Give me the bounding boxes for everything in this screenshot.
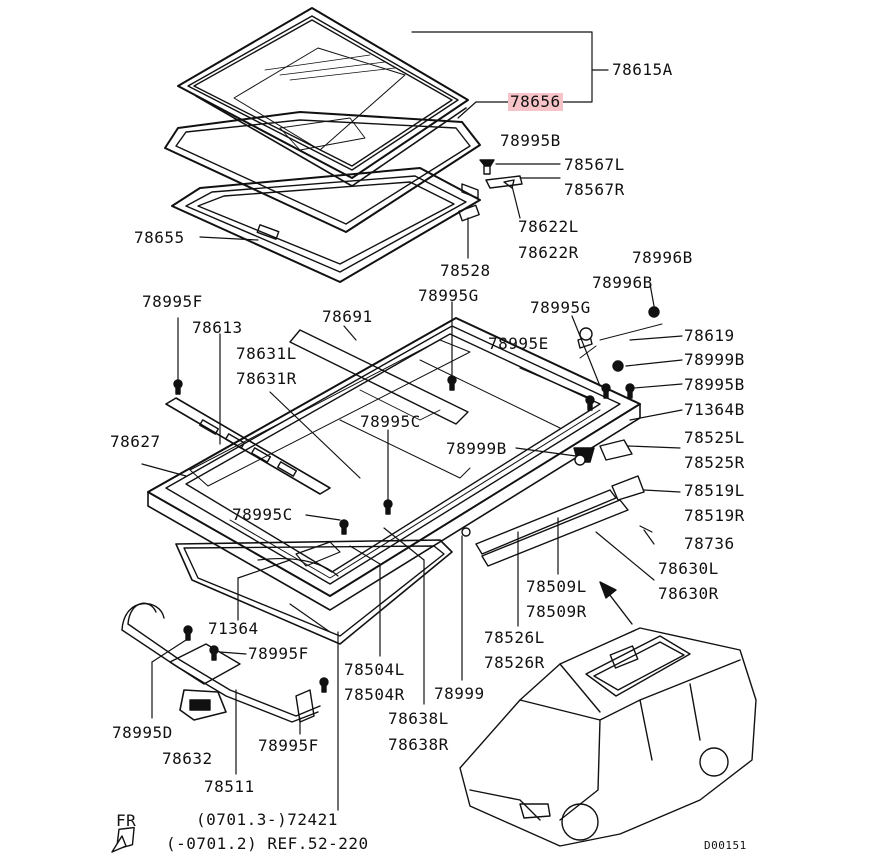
label-78526R: 78526R	[484, 653, 545, 672]
front-rail-78613	[166, 398, 330, 494]
label-78567R: 78567R	[564, 180, 625, 199]
label-78638L: 78638L	[388, 709, 449, 728]
fr-arrow-icon	[109, 822, 142, 852]
label-78567L: 78567L	[564, 155, 625, 174]
label-78999B-1: 78999B	[684, 350, 745, 369]
label-78613: 78613	[192, 318, 243, 337]
clip-parts-top	[459, 160, 560, 258]
label-78995B-2: 78995B	[684, 375, 745, 394]
fr-label: FR	[116, 811, 137, 830]
frame-78655	[172, 168, 480, 282]
label-78995D: 78995D	[112, 723, 173, 742]
label-78511: 78511	[204, 777, 255, 796]
label-78519R: 78519R	[684, 506, 745, 525]
label-78655: 78655	[134, 228, 185, 247]
label-78631R: 78631R	[236, 369, 297, 388]
label-78619: 78619	[684, 326, 735, 345]
label-78999: 78999	[434, 684, 485, 703]
label-78622L: 78622L	[518, 217, 579, 236]
label-78630R: 78630R	[658, 584, 719, 603]
sunroof-glass-panel	[178, 8, 468, 186]
label-78630L: 78630L	[658, 559, 719, 578]
label-78995C-2: 78995C	[232, 505, 293, 524]
footnote-line-1: (0701.3-)72421	[196, 810, 338, 829]
label-78995G-2: 78995G	[530, 298, 591, 317]
vehicle-illustration	[460, 628, 756, 846]
label-78996B-2: 78996B	[592, 273, 653, 292]
label-78615A: 78615A	[612, 60, 673, 79]
label-78995C-1: 78995C	[360, 412, 421, 431]
label-78509R: 78509R	[526, 602, 587, 621]
leader-lines	[142, 284, 682, 810]
label-78631L: 78631L	[236, 344, 297, 363]
label-78995F-2: 78995F	[248, 644, 309, 663]
label-78736: 78736	[684, 534, 735, 553]
label-78519L: 78519L	[684, 481, 745, 500]
diagram-code: D00151	[704, 839, 747, 852]
label-78525L: 78525L	[684, 428, 745, 447]
label-71364: 71364	[208, 619, 259, 638]
label-78525R: 78525R	[684, 453, 745, 472]
mounting-screw-icon	[174, 376, 634, 692]
label-78691: 78691	[322, 307, 373, 326]
label-78995F-1: 78995F	[142, 292, 203, 311]
trim-78630	[176, 490, 628, 644]
label-78995E: 78995E	[488, 334, 549, 353]
direction-pointer	[600, 582, 632, 624]
label-78996B-1: 78996B	[632, 248, 693, 267]
label-78995B: 78995B	[500, 131, 561, 150]
drive-cable-motor	[122, 542, 340, 722]
label-78999B-2: 78999B	[446, 439, 507, 458]
glass-seal-78656	[165, 112, 480, 232]
label-78509L: 78509L	[526, 577, 587, 596]
label-78504L: 78504L	[344, 660, 405, 679]
leader-78615A	[412, 32, 592, 102]
label-78627: 78627	[110, 432, 161, 451]
label-78528: 78528	[440, 261, 491, 280]
label-78638R: 78638R	[388, 735, 449, 754]
right-brackets	[574, 307, 662, 532]
label-78632: 78632	[162, 749, 213, 768]
footnote-line-2: (-0701.2) REF.52-220	[166, 834, 369, 853]
label-78622R: 78622R	[518, 243, 579, 262]
label-78995F-3: 78995F	[258, 736, 319, 755]
sunroof-main-frame	[148, 318, 640, 610]
label-78526L: 78526L	[484, 628, 545, 647]
label-78504R: 78504R	[344, 685, 405, 704]
label-71364B: 71364B	[684, 400, 745, 419]
label-78656: 78656	[508, 92, 563, 111]
label-78995G-1: 78995G	[418, 286, 479, 305]
